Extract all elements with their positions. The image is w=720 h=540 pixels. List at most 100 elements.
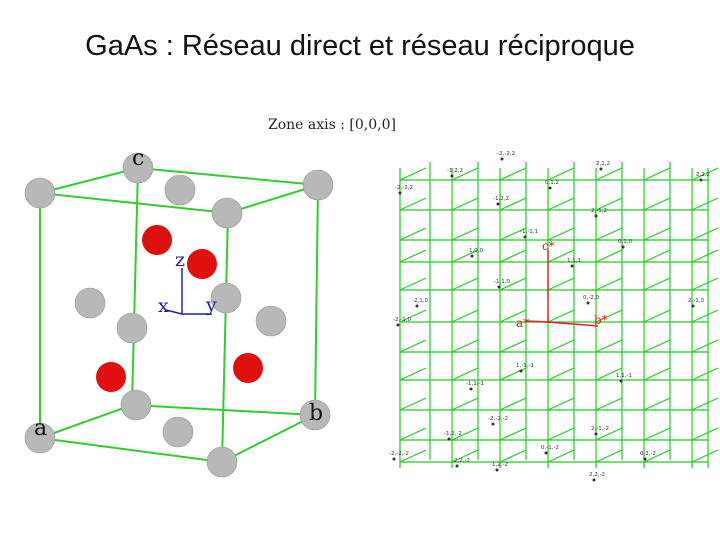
reciprocal-node <box>415 304 419 308</box>
grid-line <box>399 309 427 323</box>
grid-line <box>547 449 575 463</box>
reciprocal-node <box>548 186 552 190</box>
ga-atom <box>24 422 56 454</box>
ga-atom <box>116 312 148 344</box>
grid-line <box>547 227 575 241</box>
grid-line <box>643 339 671 353</box>
grid-line <box>399 339 427 353</box>
grid-line <box>499 339 527 353</box>
reciprocal-node <box>495 468 499 472</box>
grid-line <box>643 367 671 381</box>
reciprocal-node <box>396 323 400 327</box>
grid-line <box>547 427 575 441</box>
grid-line <box>547 367 575 381</box>
grid-line <box>595 277 623 291</box>
grid-line <box>399 227 427 241</box>
ga-atom <box>122 152 154 184</box>
as-atom <box>233 353 263 383</box>
reciprocal-node <box>519 369 523 373</box>
grid-line <box>451 197 479 211</box>
grid-line <box>595 427 623 441</box>
reciprocal-node <box>447 437 451 441</box>
reciprocal-node-label: -1,1,-1 <box>466 381 484 387</box>
reciprocal-node <box>592 478 596 482</box>
grid-line <box>451 277 479 291</box>
grid-line <box>691 249 719 263</box>
grid-line <box>691 277 719 291</box>
axis-label-x: x <box>158 295 169 317</box>
reciprocal-basis-vectors <box>525 250 599 327</box>
slide-title: GaAs : Réseau direct et réseau réciproqu… <box>85 30 635 62</box>
grid-line <box>499 367 527 381</box>
reciprocal-node <box>523 235 527 239</box>
ga-atom <box>211 197 243 229</box>
grid-line <box>451 427 479 441</box>
reciprocal-node <box>450 174 454 178</box>
grid-line <box>643 449 671 463</box>
grid-line <box>399 427 427 441</box>
reciprocal-node-label: 0,1,0 <box>618 239 632 245</box>
reciprocal-node <box>470 254 474 258</box>
reciprocal-node-label: -1,-1,1 <box>520 229 538 235</box>
reciprocal-node <box>621 245 625 249</box>
reciprocal-node <box>392 457 396 461</box>
ga-atom <box>162 416 194 448</box>
grid-line <box>499 427 527 441</box>
reciprocal-node-label: -1,2,2 <box>447 168 463 174</box>
reciprocal-node-label: 2,-1,-2 <box>591 426 609 432</box>
grid-line <box>595 197 623 211</box>
grid-line <box>643 227 671 241</box>
reciprocal-node <box>699 178 703 182</box>
reciprocal-node-label: -2,-2,2 <box>395 185 413 191</box>
grid-line <box>643 397 671 411</box>
grid-line <box>595 449 623 463</box>
grid-line <box>691 367 719 381</box>
reciprocal-node <box>619 379 623 383</box>
as-atoms <box>96 225 263 392</box>
reciprocal-node-label: -2,-2,2 <box>497 151 515 157</box>
reciprocal-node-label: -2,2,-2 <box>452 458 470 464</box>
grid-line <box>547 277 575 291</box>
grid-line <box>643 277 671 291</box>
reciprocal-node <box>496 202 500 206</box>
axes-glyph <box>165 268 212 315</box>
reciprocal-node-label: -1,1,0 <box>494 279 510 285</box>
ga-atom <box>255 305 287 337</box>
ga-atom <box>74 287 106 319</box>
as-atom <box>187 249 217 279</box>
reciprocal-node <box>398 191 402 195</box>
grid-line <box>595 367 623 381</box>
reciprocal-node-label: 2,2,2 <box>696 172 710 178</box>
grid-line <box>595 397 623 411</box>
grid-line <box>547 339 575 353</box>
unit-cell-edges <box>39 167 319 463</box>
grid-line <box>499 277 527 291</box>
grid-line <box>643 249 671 263</box>
reciprocal-node-label: 1,1,1 <box>567 258 581 264</box>
grid-line <box>451 227 479 241</box>
grid-line <box>547 167 575 181</box>
reciprocal-node <box>497 285 501 289</box>
grid-line <box>451 339 479 353</box>
ga-atom <box>210 282 242 314</box>
grid-line <box>451 167 479 181</box>
grid-line <box>691 167 719 181</box>
grid-line <box>451 449 479 463</box>
grid-line <box>451 367 479 381</box>
grid-line <box>451 309 479 323</box>
grid-line <box>691 427 719 441</box>
reciprocal-grid <box>399 162 719 468</box>
grid-line <box>643 197 671 211</box>
axis-label-z: z <box>175 249 185 271</box>
reciprocal-node-label: 2,-1,0 <box>688 298 704 304</box>
reciprocal-node <box>643 457 647 461</box>
axis-label-y: y <box>205 294 217 316</box>
reciprocal-node-label: 0,1,2 <box>545 180 559 186</box>
grid-line <box>499 167 527 181</box>
c-star-label: c* <box>542 239 555 253</box>
grid-line <box>691 197 719 211</box>
grid-line <box>595 339 623 353</box>
reciprocal-node-label: -1,2,-2 <box>444 431 462 437</box>
